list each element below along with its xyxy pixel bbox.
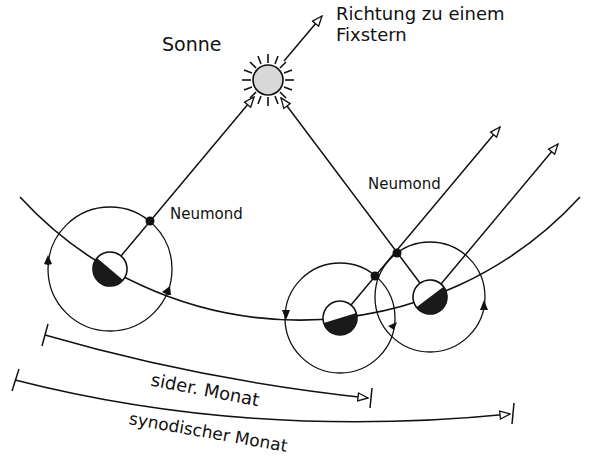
direction-mark: [282, 310, 290, 320]
direction-mark: [480, 300, 488, 310]
direction-mark: [44, 255, 52, 265]
sun: [242, 54, 294, 106]
moon: [393, 249, 402, 258]
moon-orbit: [375, 242, 485, 352]
star-direction-arrow: [284, 16, 322, 61]
bracket-tick: [42, 324, 48, 346]
sun-direction-arrow: [121, 97, 254, 256]
sun-label: Sonne: [160, 34, 223, 56]
new-moon-label: Neumond: [168, 206, 245, 223]
star-direction-arrow: [441, 144, 558, 284]
period-bracket: [15, 380, 510, 422]
bracket-tick: [370, 388, 372, 408]
direction-mark: [162, 286, 171, 295]
earth: [406, 273, 454, 321]
period-label: sider. Monat: [147, 369, 263, 411]
moon-orbit: [48, 207, 172, 331]
earth: [86, 245, 134, 293]
moon: [146, 217, 155, 226]
star-direction-arrow: [351, 127, 500, 305]
new-moon-label: Neumond: [366, 176, 443, 193]
bracket-tick: [12, 369, 19, 391]
direction-mark: [388, 322, 397, 330]
earth: [319, 297, 361, 339]
direction-label: Richtung zu einem Fixstern: [334, 4, 528, 45]
period-label: synodischer Monat: [126, 409, 291, 457]
moon: [371, 272, 380, 281]
bracket-tick: [512, 403, 514, 424]
earth-orbit: [20, 197, 580, 320]
